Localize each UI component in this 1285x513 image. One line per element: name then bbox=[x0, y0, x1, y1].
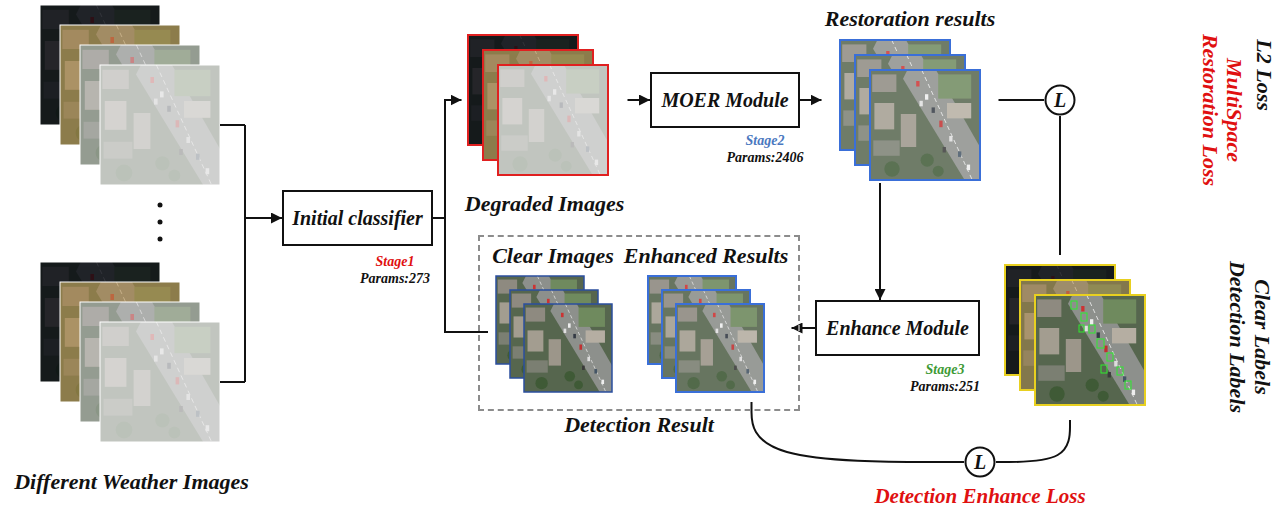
loss-label: MultiSpace Restoration Loss bbox=[1198, 25, 1246, 195]
label-holder: Stage1 bbox=[376, 254, 415, 269]
merge-bracket bbox=[220, 125, 258, 382]
enhanced-photo bbox=[676, 304, 764, 392]
label-holder: Detection Enhance Loss bbox=[874, 485, 1085, 508]
loss-circle: L bbox=[1044, 84, 1076, 116]
text-holder: Detection Result bbox=[564, 413, 714, 437]
text-holder: L bbox=[1054, 89, 1066, 111]
connector bbox=[999, 99, 1045, 101]
text-holder: MOER Module bbox=[661, 89, 788, 111]
label-holder: Params:251 bbox=[910, 379, 980, 394]
connector bbox=[996, 420, 1070, 462]
ellipsis-dot bbox=[158, 237, 163, 242]
text-holder: Detection Labels bbox=[1225, 261, 1249, 413]
image-stack: Different Weather Images bbox=[5, 3, 258, 498]
loss-symbol: L bbox=[974, 451, 986, 473]
image-stack: Enhanced Results bbox=[621, 242, 792, 402]
fog-photo bbox=[100, 322, 220, 442]
label-holder: Params:2406 bbox=[727, 150, 804, 165]
fog-photo bbox=[498, 65, 608, 175]
param-count: Params:251 bbox=[910, 379, 980, 394]
connector bbox=[628, 99, 651, 101]
process-box: Enhance Module bbox=[815, 300, 980, 356]
image-stack: Clear Images bbox=[488, 242, 618, 402]
loss-label: L2 Loss bbox=[1252, 39, 1276, 111]
clear-photo bbox=[870, 70, 980, 180]
connector bbox=[258, 217, 282, 219]
stage-label: Stage1 bbox=[376, 254, 415, 269]
loss-label: Detection Enhance Loss bbox=[874, 485, 1085, 508]
group-heading: Detection Result bbox=[564, 413, 714, 437]
connector bbox=[433, 100, 462, 218]
label-holder: Stage3 bbox=[926, 362, 965, 377]
text-holder: Clear Labels bbox=[1250, 279, 1274, 395]
text-holder: Initial classifier bbox=[292, 207, 423, 229]
text-holder: Different Weather Images bbox=[14, 470, 249, 494]
box-label: Enhance Module bbox=[826, 317, 969, 339]
connector bbox=[792, 327, 816, 329]
connector bbox=[879, 183, 881, 300]
clear-photo bbox=[524, 304, 612, 392]
connector bbox=[1059, 116, 1061, 255]
image-stack: Clear LabelsDetection Labels bbox=[1000, 255, 1282, 420]
label-holder: Stage2 bbox=[746, 133, 785, 148]
ellipsis-dot bbox=[158, 220, 163, 225]
image-caption: Clear Images bbox=[492, 244, 614, 268]
stage-label: Stage2 bbox=[746, 133, 785, 148]
connector bbox=[800, 99, 822, 101]
text-holder: Restoration results bbox=[825, 7, 996, 31]
image-stack: Restoration results bbox=[822, 5, 999, 183]
text-holder: Enhance Module bbox=[826, 317, 969, 339]
label-holder: Params:273 bbox=[360, 271, 430, 286]
circle-outline bbox=[1046, 86, 1075, 115]
text-holder: L bbox=[974, 451, 986, 473]
process-box: MOER Module bbox=[650, 72, 800, 128]
connector bbox=[752, 402, 965, 462]
process-box: Initial classifier bbox=[282, 190, 433, 246]
text-holder: Clear Images bbox=[492, 244, 614, 268]
image-caption: Degraded Images bbox=[465, 192, 624, 216]
image-caption: Enhanced Results bbox=[624, 244, 788, 268]
param-count: Params:2406 bbox=[727, 150, 804, 165]
image-stack: Degraded Images bbox=[462, 30, 628, 220]
image-caption: Different Weather Images bbox=[14, 470, 249, 494]
fog-photo bbox=[100, 65, 220, 185]
text-holder: Degraded Images bbox=[465, 192, 624, 216]
image-caption: Detection Labels bbox=[1225, 261, 1249, 413]
box-label: Initial classifier bbox=[292, 207, 423, 229]
stage-label: Stage3 bbox=[926, 362, 965, 377]
label-holder: MultiSpace Restoration Loss bbox=[1198, 25, 1246, 195]
image-caption: Clear Labels bbox=[1250, 279, 1274, 395]
group-box: Detection ResultClear ImagesEnhanced Res… bbox=[478, 235, 800, 411]
box-label: MOER Module bbox=[661, 89, 788, 111]
image-caption: Restoration results bbox=[825, 7, 996, 31]
label-holder: L2 Loss bbox=[1252, 39, 1276, 111]
loss-symbol: L bbox=[1054, 89, 1066, 111]
circle-outline bbox=[966, 448, 995, 477]
loss-circle: L bbox=[964, 446, 996, 478]
labelled-photo bbox=[1035, 295, 1145, 405]
ellipsis-dot bbox=[158, 203, 163, 208]
text-holder: Enhanced Results bbox=[624, 244, 788, 268]
param-count: Params:273 bbox=[360, 271, 430, 286]
